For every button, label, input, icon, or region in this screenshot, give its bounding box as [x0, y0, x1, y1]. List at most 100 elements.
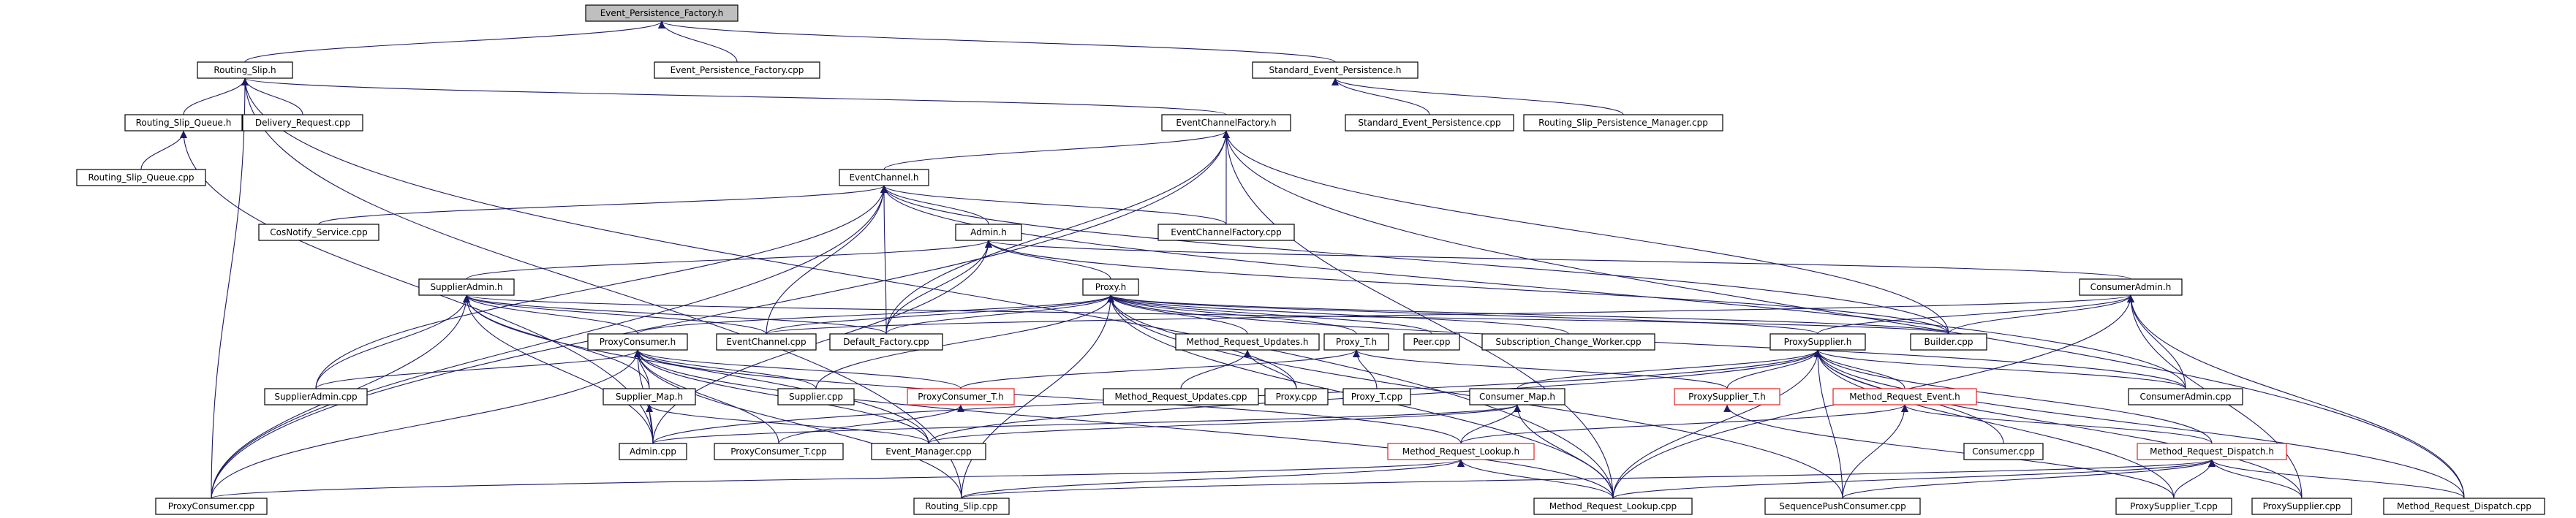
- node-routing-slip-persistence-manager-cpp[interactable]: Routing_Slip_Persistence_Manager.cpp: [1523, 114, 1723, 132]
- node-box: [1910, 333, 1987, 351]
- node-event-manager-cpp[interactable]: Event_Manager.cpp: [871, 443, 986, 460]
- node-cosnotify-service-cpp[interactable]: CosNotify_Service.cpp: [258, 224, 379, 241]
- node-method-request-event-h[interactable]: Method_Request_Event.h: [1832, 388, 1977, 405]
- node-supplieradmin-cpp[interactable]: SupplierAdmin.cpp: [264, 388, 368, 405]
- edge-method_request_lookup_h-to-method_request_event_h: [1460, 404, 1908, 444]
- node-event-persistence-factory-h[interactable]: Event_Persistence_Factory.h: [585, 4, 739, 22]
- node-method-request-updates-h[interactable]: Method_Request_Updates.h: [1175, 333, 1320, 351]
- node-admin-h[interactable]: Admin.h: [955, 224, 1022, 241]
- edge-consumeradmin_h-to-admin_h: [985, 240, 2131, 280]
- edge-proxysupplier_t_h-to-proxy_t_h: [1353, 349, 1728, 389]
- node-routing-slip-cpp[interactable]: Routing_Slip.cpp: [913, 498, 1010, 515]
- edge-layer: [140, 20, 2465, 499]
- node-box: [1481, 333, 1655, 351]
- node-box: [1832, 388, 1977, 405]
- node-label: ProxySupplier.cpp: [2263, 501, 2341, 511]
- node-label: Standard_Event_Persistence.cpp: [1358, 118, 1500, 128]
- node-method-request-dispatch-h[interactable]: Method_Request_Dispatch.h: [2137, 443, 2287, 460]
- node-proxy-h[interactable]: Proxy.h: [1082, 278, 1139, 296]
- edge-builder_cpp-to-supplieradmin_h: [463, 294, 1949, 335]
- edge-proxyconsumer_h-to-supplieradmin_h: [463, 294, 638, 335]
- edge-routing_slip_cpp-to-proxyconsumer_h: [634, 349, 962, 499]
- edge-routing_slip_cpp-to-routing_slip_h: [241, 77, 962, 499]
- node-supplier-cpp[interactable]: Supplier.cpp: [777, 388, 855, 405]
- node-routing-slip-queue-h[interactable]: Routing_Slip_Queue.h: [124, 114, 243, 132]
- node-label: Consumer_Map.h: [1479, 392, 1555, 402]
- node-label: Proxy.cpp: [1276, 392, 1318, 402]
- node-builder-cpp[interactable]: Builder.cpp: [1910, 333, 1987, 351]
- node-consumer-map-h[interactable]: Consumer_Map.h: [1469, 388, 1565, 405]
- node-eventchannel-cpp[interactable]: EventChannel.cpp: [716, 333, 817, 351]
- node-consumeradmin-cpp[interactable]: ConsumerAdmin.cpp: [2128, 388, 2243, 405]
- node-label: Method_Request_Updates.cpp: [1114, 392, 1247, 402]
- node-box: [2115, 498, 2232, 515]
- node-standard-event-persistence-cpp[interactable]: Standard_Event_Persistence.cpp: [1345, 114, 1514, 132]
- node-proxyconsumer-h[interactable]: ProxyConsumer.h: [587, 333, 688, 351]
- node-label: ProxyConsumer_T.h: [918, 392, 1003, 402]
- node-subscription-change-worker-cpp[interactable]: Subscription_Change_Worker.cpp: [1481, 333, 1655, 351]
- node-label: ProxySupplier_T.cpp: [2130, 501, 2218, 511]
- node-proxyconsumer-t-h[interactable]: ProxyConsumer_T.h: [907, 388, 1015, 405]
- node-admin-cpp[interactable]: Admin.cpp: [619, 443, 687, 460]
- node-label: Delivery_Request.cpp: [255, 118, 350, 128]
- node-proxy-cpp[interactable]: Proxy.cpp: [1264, 388, 1329, 405]
- node-supplieradmin-h[interactable]: SupplierAdmin.h: [418, 278, 515, 296]
- edge-delivery_request_cpp-to-routing_slip_h: [241, 77, 303, 115]
- node-supplier-map-h[interactable]: Supplier_Map.h: [603, 388, 696, 405]
- node-proxysupplier-cpp[interactable]: ProxySupplier.cpp: [2251, 498, 2352, 515]
- edge-method_request_dispatch_cpp-to-eventchannelfactory_h: [1223, 130, 2465, 499]
- edge-sequencepushconsumer_cpp-to-method_request_event_h: [1842, 404, 1908, 499]
- node-default-factory-cpp[interactable]: Default_Factory.cpp: [829, 333, 943, 351]
- node-routing-slip-queue-cpp[interactable]: Routing_Slip_Queue.cpp: [76, 169, 206, 186]
- node-label: Routing_Slip_Queue.cpp: [88, 172, 194, 183]
- edge-admin_cpp-to-admin_h: [652, 240, 992, 444]
- node-box: [1157, 224, 1295, 241]
- node-proxysupplier-t-cpp[interactable]: ProxySupplier_T.cpp: [2115, 498, 2232, 515]
- node-method-request-lookup-cpp[interactable]: Method_Request_Lookup.cpp: [1533, 498, 1693, 515]
- node-consumer-cpp[interactable]: Consumer.cpp: [1963, 443, 2044, 460]
- node-eventchannelfactory-cpp[interactable]: EventChannelFactory.cpp: [1157, 224, 1295, 241]
- node-peer-cpp[interactable]: Peer.cpp: [1403, 333, 1460, 351]
- node-box: [1103, 388, 1259, 405]
- node-proxyconsumer-cpp[interactable]: ProxyConsumer.cpp: [155, 498, 268, 515]
- node-eventchannel-h[interactable]: EventChannel.h: [839, 169, 929, 186]
- node-event-persistence-factory-cpp[interactable]: Event_Persistence_Factory.cpp: [654, 61, 820, 79]
- node-eventchannelfactory-h[interactable]: EventChannelFactory.h: [1161, 114, 1291, 132]
- node-label: CosNotify_Service.cpp: [270, 227, 367, 237]
- node-method-request-lookup-h[interactable]: Method_Request_Lookup.h: [1387, 443, 1535, 460]
- node-proxy-t-cpp[interactable]: Proxy_T.cpp: [1342, 388, 1411, 405]
- node-label: Method_Request_Dispatch.cpp: [2397, 501, 2531, 511]
- edge-proxyconsumer_cpp-to-eventchannel_h: [211, 185, 888, 499]
- edge-supplieradmin_cpp-to-supplieradmin_h: [315, 294, 470, 389]
- edge-method_request_lookup_cpp-to-proxysupplier_h: [1612, 349, 1821, 499]
- edge-eventchannel_cpp-to-supplieradmin_h: [463, 294, 767, 335]
- node-proxysupplier-h[interactable]: ProxySupplier.h: [1769, 333, 1866, 351]
- node-box: [197, 61, 293, 79]
- node-proxysupplier-t-h[interactable]: ProxySupplier_T.h: [1674, 388, 1780, 405]
- node-label: Supplier_Map.h: [616, 392, 683, 402]
- node-label: Method_Request_Dispatch.h: [2150, 446, 2274, 457]
- node-standard-event-persistence-h[interactable]: Standard_Event_Persistence.h: [1252, 61, 1419, 79]
- node-sequencepushconsumer-cpp[interactable]: SequencePushConsumer.cpp: [1764, 498, 1921, 515]
- edge-method_request_lookup_cpp-to-method_request_dispatch_h: [1612, 459, 2216, 499]
- node-proxyconsumer-t-cpp[interactable]: ProxyConsumer_T.cpp: [714, 443, 844, 460]
- node-box: [242, 114, 363, 132]
- node-box: [1175, 333, 1320, 351]
- node-layer: Event_Persistence_Factory.hRouting_Slip.…: [76, 4, 2545, 515]
- node-method-request-dispatch-cpp[interactable]: Method_Request_Dispatch.cpp: [2383, 498, 2545, 515]
- edge-supplier_cpp-to-proxyconsumer_h: [634, 349, 817, 389]
- edge-routing_slip_cpp-to-method_request_dispatch_h: [961, 459, 2216, 499]
- edge-default_factory_cpp-to-supplieradmin_h: [463, 294, 887, 335]
- node-box: [124, 114, 243, 132]
- node-routing-slip-h[interactable]: Routing_Slip.h: [197, 61, 293, 79]
- node-box: [654, 61, 820, 79]
- edge-proxysupplier_cpp-to-method_request_dispatch_h: [2208, 459, 2303, 499]
- node-box: [714, 443, 844, 460]
- node-consumeradmin-h[interactable]: ConsumerAdmin.h: [2079, 278, 2183, 296]
- node-method-request-updates-cpp[interactable]: Method_Request_Updates.cpp: [1103, 388, 1259, 405]
- node-proxy-t-h[interactable]: Proxy_T.h: [1323, 333, 1389, 351]
- edge-proxysupplier_t_cpp-to-proxysupplier_t_h: [1723, 404, 2175, 499]
- node-delivery-request-cpp[interactable]: Delivery_Request.cpp: [242, 114, 363, 132]
- node-box: [603, 388, 696, 405]
